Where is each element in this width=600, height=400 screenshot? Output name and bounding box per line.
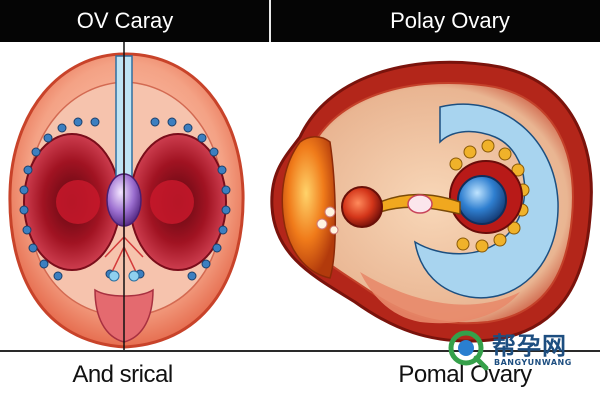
- right-yellow-follicles: [449, 139, 530, 253]
- right-follicle-band: [413, 103, 559, 299]
- right-stalk-knob: [407, 194, 433, 214]
- right-blue-follicle: [457, 175, 507, 225]
- header-bar: OV Caray Polay Ovary: [0, 0, 600, 42]
- right-orange-lobe: [281, 136, 336, 279]
- footer-rule: [0, 350, 600, 352]
- right-ovary: [270, 60, 593, 343]
- left-chamber-core-left: [56, 180, 100, 224]
- header-divider: [269, 0, 271, 42]
- watermark: 帮孕网 BANGYUNWANG: [446, 326, 586, 376]
- right-panel-title: Polay Ovary: [390, 8, 510, 33]
- right-panel-caption: Pomal Ovary: [398, 361, 532, 388]
- left-panel-title: OV Caray: [76, 8, 174, 33]
- right-lower-band: [360, 272, 520, 324]
- watermark-chinese-text: 帮孕网: [492, 332, 567, 360]
- right-small-follicle: [341, 186, 383, 228]
- left-panel-caption: And srical: [72, 361, 173, 388]
- ovary-illustration: [8, 42, 593, 352]
- watermark-logo-icon: [448, 330, 489, 371]
- left-ovary: [8, 42, 245, 352]
- watermark-latin-text: BANGYUNWANG: [494, 358, 572, 367]
- left-chamber-core-right: [150, 180, 194, 224]
